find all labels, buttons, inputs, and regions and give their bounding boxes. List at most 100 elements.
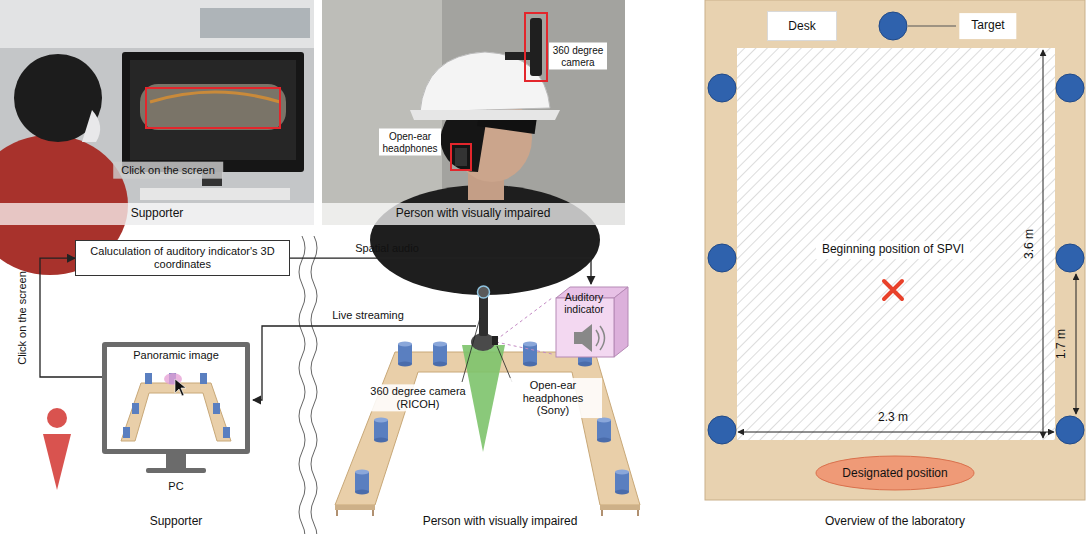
- dimension-label: 2.3 m: [878, 411, 908, 425]
- person-photo-part: [525, 13, 547, 81]
- monitor-screen-shape-part-part: [175, 379, 186, 396]
- monitor-screen: Panoramic image: [102, 342, 250, 454]
- desk-setup-part: [335, 505, 640, 510]
- auditory-indicator-shape-part-part: [596, 326, 605, 350]
- edge-label: Spatial audio: [355, 242, 419, 255]
- supporter-photo-part: [0, 0, 314, 48]
- edge-label: Click on the screen: [16, 271, 29, 365]
- break-lines-part: [311, 236, 317, 534]
- supporter-photo-part: [82, 110, 100, 142]
- monitor-screen-shape-part-part-part: [145, 373, 152, 384]
- monitor-stand-part: [146, 468, 206, 473]
- desk-setup-part-part: [523, 362, 537, 367]
- supporter-icon: [43, 408, 71, 490]
- part-label: Open-ear headphones (Sony): [504, 378, 602, 418]
- auditory-indicator: Auditory indicator: [552, 284, 630, 360]
- supporter-photo-part: [146, 88, 280, 128]
- desk-setup-part-part: [374, 420, 388, 440]
- supporter-icon-part: [43, 434, 71, 490]
- desk-setup-part: [637, 510, 639, 516]
- supporter-photo-part: [14, 54, 102, 142]
- desk-setup-part-part: [523, 344, 537, 364]
- supporter-photo: [0, 0, 314, 275]
- lab-overview-part: [884, 281, 902, 299]
- desk-setup-part-part: [523, 342, 537, 347]
- node-text: Desk: [788, 19, 815, 33]
- desk-setup-part-part: [398, 342, 412, 347]
- desk-setup-part-part: [355, 490, 369, 495]
- desk-setup-part-part: [578, 362, 592, 367]
- desk-setup-part-part: [615, 472, 629, 492]
- lab-overview-part: [1076, 274, 1077, 414]
- supporter-photo-part: [0, 203, 314, 225]
- lab-overview-part: [738, 432, 1054, 433]
- lab-overview-part-part: [1056, 244, 1084, 272]
- desk-setup-part-part: [355, 470, 369, 475]
- dimension-label: 1.7 m: [1055, 329, 1069, 359]
- desk-setup-part-part: [374, 438, 388, 443]
- lab-overview-part: [708, 12, 1084, 444]
- dimension-label: 3.6 m: [1023, 229, 1037, 259]
- supporter-photo-part: [122, 52, 304, 172]
- monitor-screen-shape-part-part-part: [123, 427, 130, 438]
- desk-setup-part-part: [355, 472, 369, 492]
- node-text: Panoramic image: [133, 349, 219, 361]
- person-photo-part: [455, 148, 467, 166]
- monitor-screen-shape-part-part-part: [132, 403, 139, 414]
- supporter-photo-part: [130, 60, 296, 160]
- position-label: Beginning position of SPVI: [816, 241, 970, 259]
- lab-overview-part: [908, 26, 956, 27]
- break-lines: [299, 236, 317, 534]
- person-photo-part: [410, 110, 560, 120]
- node-text: Auditory indicator: [554, 291, 614, 315]
- person-photo-part: [370, 185, 600, 295]
- screen-overlay-text: Click on the screen: [113, 162, 223, 179]
- monitor-screen-shape-part: [107, 363, 245, 449]
- lab-overview-part-part: [1056, 74, 1084, 102]
- panel-caption: Supporter: [150, 515, 203, 529]
- person-photo: [322, 0, 625, 295]
- monitor-screen-shape: [107, 363, 245, 449]
- desk-setup-part-part: [615, 490, 629, 495]
- desk-setup-part: [601, 510, 603, 516]
- designated-position-ellipse-shape-part-part: [816, 456, 974, 490]
- supporter-icon-part: [47, 408, 67, 428]
- lab-overview-part-part: [879, 12, 907, 40]
- lab-overview-part-part: [1056, 416, 1084, 444]
- connector-arrow: [290, 258, 591, 284]
- desk-setup-part: [462, 345, 505, 452]
- desk-setup-part-part: [597, 438, 611, 443]
- supporter-photo-part: [150, 92, 280, 102]
- auditory-indicator-shape-part-part: [574, 324, 592, 352]
- panel-caption: Overview of the laboratory: [825, 515, 965, 529]
- desk-setup-part-part: [398, 362, 412, 367]
- lab-overview-part: [737, 48, 1055, 440]
- target-label: Target: [959, 13, 1016, 39]
- desk-setup-part: [336, 510, 338, 516]
- monitor-stand: [146, 454, 206, 473]
- arrow-label: Live streaming: [332, 309, 404, 322]
- lab-overview-part: [705, 0, 1085, 500]
- desk-setup-part: [492, 336, 498, 345]
- monitor-stand-part: [166, 454, 186, 468]
- desk-setup-part-part: [597, 418, 611, 423]
- supporter-photo-part: [200, 8, 310, 38]
- auditory-indicator-shape-part-part: [614, 287, 628, 357]
- panel-caption: Person with visually impaired: [423, 515, 578, 529]
- monitor-screen-shape-part-part-part: [213, 403, 220, 414]
- lab-overview-part: [1043, 50, 1044, 438]
- photo-callout: 360 degree camera: [549, 43, 607, 70]
- lab-overview: [705, 0, 1085, 500]
- monitor-screen-shape-part-part-part: [223, 427, 230, 438]
- desk-setup-part: [497, 346, 512, 382]
- lab-overview-part-part: [708, 244, 736, 272]
- person-photo-part: [451, 144, 471, 170]
- person-photo-part: [322, 203, 625, 225]
- lab-overview-part-part: [708, 416, 736, 444]
- node-text: Designated position: [842, 466, 947, 480]
- desk-setup-part: [372, 510, 374, 516]
- monitor-screen-shape-part-part: [123, 373, 230, 438]
- node-text: Caluculation of auditory indicator's 3D …: [82, 245, 283, 271]
- photo-callout: Open-ear headphones: [379, 129, 441, 156]
